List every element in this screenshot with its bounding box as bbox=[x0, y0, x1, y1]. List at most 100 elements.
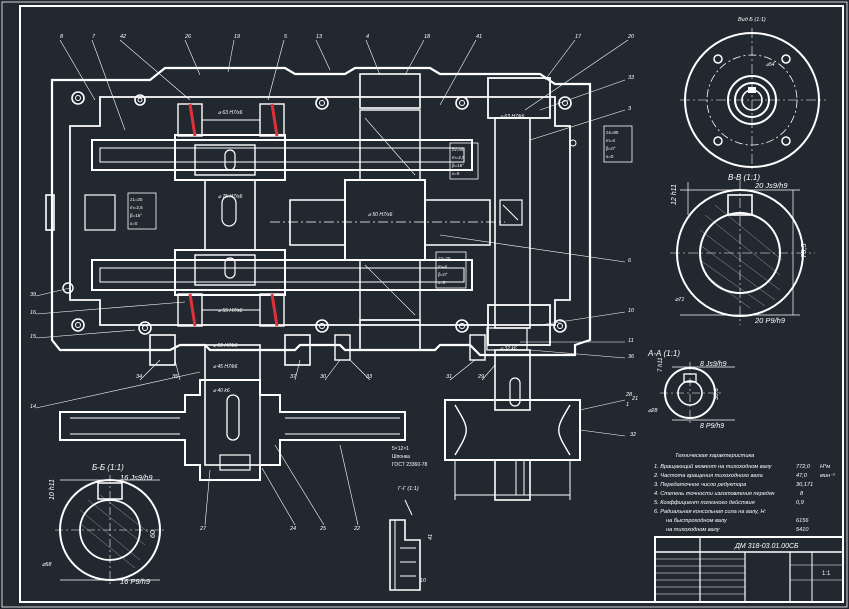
fit-4: ⌀ 63 H7/k6 bbox=[500, 114, 525, 120]
tech-row-1: 2. Частота вращения тихоходного вала bbox=[653, 473, 763, 479]
gear-t4-1: m=4 bbox=[606, 138, 615, 143]
dim-vv-bottom: 20 P9/h9 bbox=[754, 316, 786, 325]
pos-right-6: 28 bbox=[625, 392, 633, 398]
tech-row-1-unit: мин⁻¹ bbox=[820, 473, 835, 479]
gear-t2-3: x=0 bbox=[452, 171, 460, 176]
dim-vv-right: 75,5 bbox=[799, 243, 808, 258]
section-bb bbox=[55, 475, 165, 585]
title-sheet-scale: 1:1 bbox=[822, 571, 831, 577]
gear-hub-upper bbox=[174, 134, 286, 181]
pos-bottom-2: 37 bbox=[290, 374, 297, 380]
tech-spec-title: Техническая характеристика bbox=[675, 453, 754, 459]
pos-right-2: 6 bbox=[628, 258, 632, 264]
fit-7: ⌀ 45 H7/k6 bbox=[213, 364, 238, 370]
central-gear-teeth bbox=[359, 109, 421, 181]
dim-aa-top: 8 Js9/h9 bbox=[700, 361, 727, 368]
title-section-aa: А-А (1:1) bbox=[647, 349, 680, 358]
pos-top-1: 7 bbox=[92, 34, 96, 40]
pos-bottom-11: 21 bbox=[631, 396, 638, 402]
tech-row-3-value: 8 bbox=[800, 491, 804, 497]
tech-row-4: 5. Коэффициент полезного действия bbox=[654, 499, 755, 506]
tech-row-6-value: 6156 bbox=[796, 518, 809, 524]
fit-3: ⌀ 50 H7/s6 bbox=[368, 212, 393, 218]
dim-vv-left: 12 h11 bbox=[671, 184, 678, 205]
input-shaft bbox=[204, 179, 256, 251]
tech-row-0-value: 772,0 bbox=[796, 464, 811, 470]
sheet-inner-frame bbox=[19, 5, 844, 603]
pos-top-11: 20 bbox=[627, 34, 635, 40]
pos-top-7: 4 bbox=[366, 34, 369, 40]
tech-row-0: 1. Вращающий момент на тихоходном валу bbox=[654, 463, 773, 470]
bottom-covers bbox=[149, 334, 486, 366]
section-vv bbox=[670, 180, 815, 325]
title-designation: ДМ 318-03.01.00СБ bbox=[734, 543, 799, 550]
pos-left-3: 14 bbox=[30, 404, 36, 410]
dim-gg-1: 41 bbox=[428, 534, 434, 540]
pos-top-2: 42 bbox=[120, 34, 126, 40]
gear-t2-0: z2=80 bbox=[452, 147, 465, 152]
oil-gauge-boss bbox=[84, 194, 116, 231]
housing-bolts bbox=[62, 91, 577, 335]
dim-aa-right: 30,6 bbox=[714, 388, 720, 400]
tech-row-5: 6. Радиальная консольная сила на валу, Н… bbox=[654, 509, 767, 515]
pos-bottom-4: 33 bbox=[366, 374, 373, 380]
dim-gg-2: 10 bbox=[420, 578, 427, 584]
pos-right-0: 33 bbox=[628, 75, 635, 81]
dim-bb-right: 60 bbox=[150, 530, 157, 538]
pos-left-1: 16 bbox=[30, 310, 37, 316]
gear-t1-3: x=0 bbox=[130, 221, 138, 226]
pos-left-2: 15 bbox=[30, 334, 37, 340]
fit-5: ⌀ 55 H7/s6 bbox=[218, 308, 243, 314]
housing-inner-wall bbox=[69, 96, 571, 326]
tech-row-0-unit: Н*м bbox=[820, 464, 830, 470]
tech-row-7-value: 5410 bbox=[796, 527, 809, 533]
pos-top-8: 18 bbox=[424, 34, 431, 40]
tech-row-2: 3. Передаточное число редуктора bbox=[654, 482, 746, 488]
gear-row-upper bbox=[91, 103, 473, 181]
section-gg bbox=[389, 499, 421, 591]
fit-1: ⌀ 63 H7/s6 bbox=[218, 110, 243, 116]
pos-bottom-8: 24 bbox=[289, 526, 296, 532]
tech-row-2-value: 30,171 bbox=[796, 482, 813, 488]
gear-t3-2: β=0° bbox=[438, 272, 448, 277]
fit-2: ⌀ 75 H7/s6 bbox=[218, 194, 243, 200]
gear-param-tables: z1=20 m=2,5 β=16° x=0 z2=80 m=2,5 β=16° … bbox=[127, 125, 633, 289]
central-gear-wheel bbox=[270, 73, 505, 351]
dim-aa-left: 7 h11 bbox=[658, 357, 664, 372]
pos-bottom-0: 34 bbox=[136, 374, 142, 380]
pos-right-7: 1 bbox=[626, 402, 629, 408]
dim-vv-top: 20 Js9/h9 bbox=[754, 181, 788, 190]
housing-side-lug bbox=[45, 194, 55, 231]
gear-t2-1: m=2,5 bbox=[452, 155, 465, 160]
gear-t4-2: β=0° bbox=[606, 146, 616, 151]
title-block: ДМ 318-03.01.00СБ 1:1 bbox=[654, 536, 844, 603]
dim-bb-left: 10 h11 bbox=[49, 479, 56, 500]
title-view-top: Вид Б (1:1) bbox=[738, 17, 766, 23]
tech-row-7: на тихоходном валу bbox=[666, 527, 721, 533]
gear-t1-1: m=2,5 bbox=[130, 205, 143, 210]
dim-aa-bottom: 8 P9/h9 bbox=[700, 423, 724, 430]
pos-left-0: 39 bbox=[30, 292, 36, 298]
pos-right-5: 36 bbox=[628, 354, 635, 360]
tech-row-4-value: 0,9 bbox=[796, 500, 804, 506]
leader-lines bbox=[35, 39, 629, 526]
shaft-label-1: Шпонка bbox=[392, 454, 410, 460]
pos-bottom-7: 27 bbox=[199, 526, 207, 532]
pos-right-8: 32 bbox=[630, 432, 636, 438]
tech-row-6: на быстроходном валу bbox=[666, 518, 728, 524]
title-section-bb: Б-Б (1:1) bbox=[92, 463, 124, 472]
title-section-vv: В-В (1:1) bbox=[728, 173, 760, 182]
pos-bottom-5: 31 bbox=[446, 374, 452, 380]
shaft-label-2: ГОСТ 23360-78 bbox=[392, 462, 428, 468]
pos-top-10: 17 bbox=[575, 34, 582, 40]
housing-outer-contour bbox=[50, 66, 592, 357]
dim-view-dia: ⌀54 bbox=[766, 62, 775, 68]
section-aa bbox=[660, 362, 735, 424]
output-shaft-side-view bbox=[59, 344, 406, 481]
dim-vv-dia: ⌀71 bbox=[675, 297, 684, 303]
pos-bottom-6: 29 bbox=[477, 374, 484, 380]
pos-bottom-1: 35 bbox=[172, 374, 179, 380]
title-section-gg: Г-Г (1:1) bbox=[398, 486, 419, 492]
